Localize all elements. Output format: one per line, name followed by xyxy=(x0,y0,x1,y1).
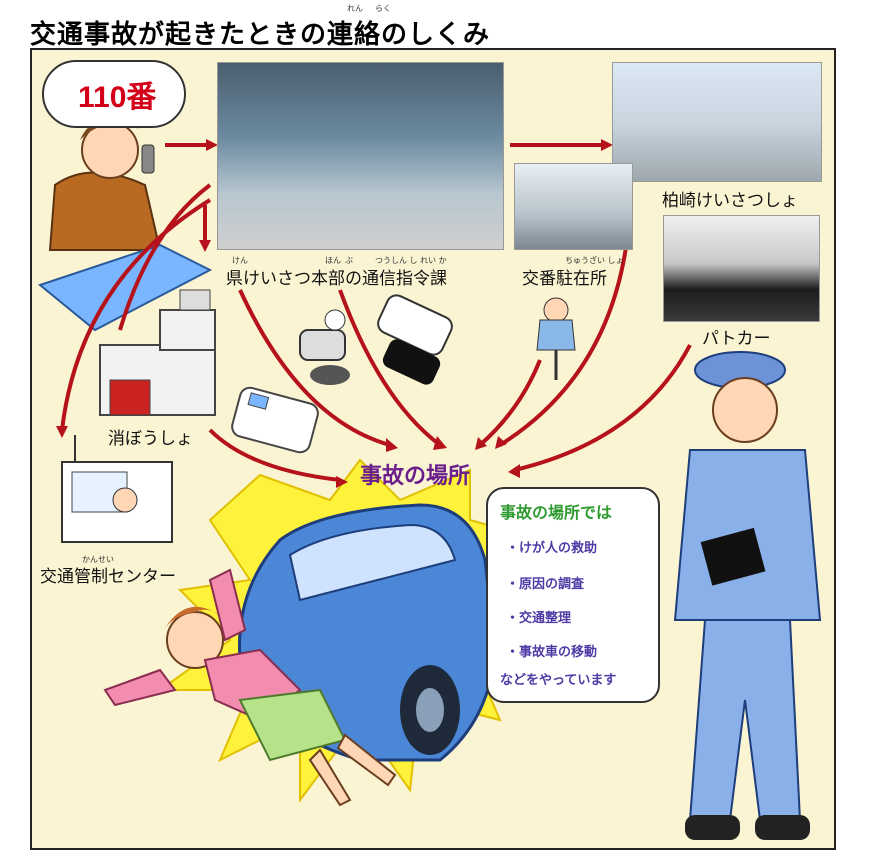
task-investigate: ・原因の調査 xyxy=(506,577,585,592)
koban-ruby: ちゅうざい しょ xyxy=(565,256,624,265)
task-rescue: ・けが人の救助 xyxy=(506,541,598,556)
call-110-text: 110番 xyxy=(78,81,157,114)
caller-man xyxy=(48,119,162,251)
task-traffic-control: ・交通整理 xyxy=(506,611,572,626)
traffic-center-building xyxy=(61,435,173,543)
call-110-bubble: 110番 xyxy=(42,60,186,128)
police-station-photo xyxy=(612,62,822,182)
ambulance xyxy=(231,386,319,454)
hq-photo xyxy=(217,62,504,250)
hq-ruby-hon: ほん xyxy=(325,256,341,265)
title-ruby-raku: らく xyxy=(375,4,391,13)
tasks-heading: 事故の場所では xyxy=(500,503,613,522)
label-accident-site: 事故の場所 xyxy=(360,464,471,489)
arrow-network xyxy=(60,143,692,482)
task-vehicle-removal: ・事故車の移動 xyxy=(506,645,598,660)
police-motorbike xyxy=(299,309,350,385)
police-officer xyxy=(673,351,822,840)
label-fire-station: 消ぼうしょ xyxy=(108,429,193,449)
arrow-heads xyxy=(56,139,613,488)
label-patrol-car: パトカー xyxy=(702,329,771,349)
page-title: 交通事故が起きたときの連絡のしくみ xyxy=(30,20,491,50)
traffic-center-ruby: かんせい xyxy=(82,555,114,564)
map-paper xyxy=(37,243,213,332)
tasks-footer: などをやっています xyxy=(500,673,617,688)
label-hq: 県けいさつ本部の通信指令課 xyxy=(226,269,447,289)
title-ruby-ren: れん xyxy=(347,4,363,13)
fire-station-building xyxy=(99,289,216,416)
bicycle-officer xyxy=(536,297,576,380)
police-car-small xyxy=(377,294,453,385)
hq-ruby-ken: けん xyxy=(232,256,248,265)
hq-ruby-bu: ぶ xyxy=(345,256,353,265)
label-koban: 交番駐在所 xyxy=(522,269,607,289)
accident-tasks-bubble: 事故の場所では ・けが人の救助 ・原因の調査 ・交通整理 ・事故車の移動 などを… xyxy=(486,487,660,703)
patrol-car-photo xyxy=(663,215,820,322)
label-police-station: 柏崎けいさつしょ xyxy=(662,191,798,211)
label-traffic-center: 交通管制センター xyxy=(40,567,176,587)
koban-photo xyxy=(514,163,633,250)
injured-woman xyxy=(103,568,397,807)
hq-ruby-tsushin: つうしん し れい か xyxy=(375,256,447,265)
